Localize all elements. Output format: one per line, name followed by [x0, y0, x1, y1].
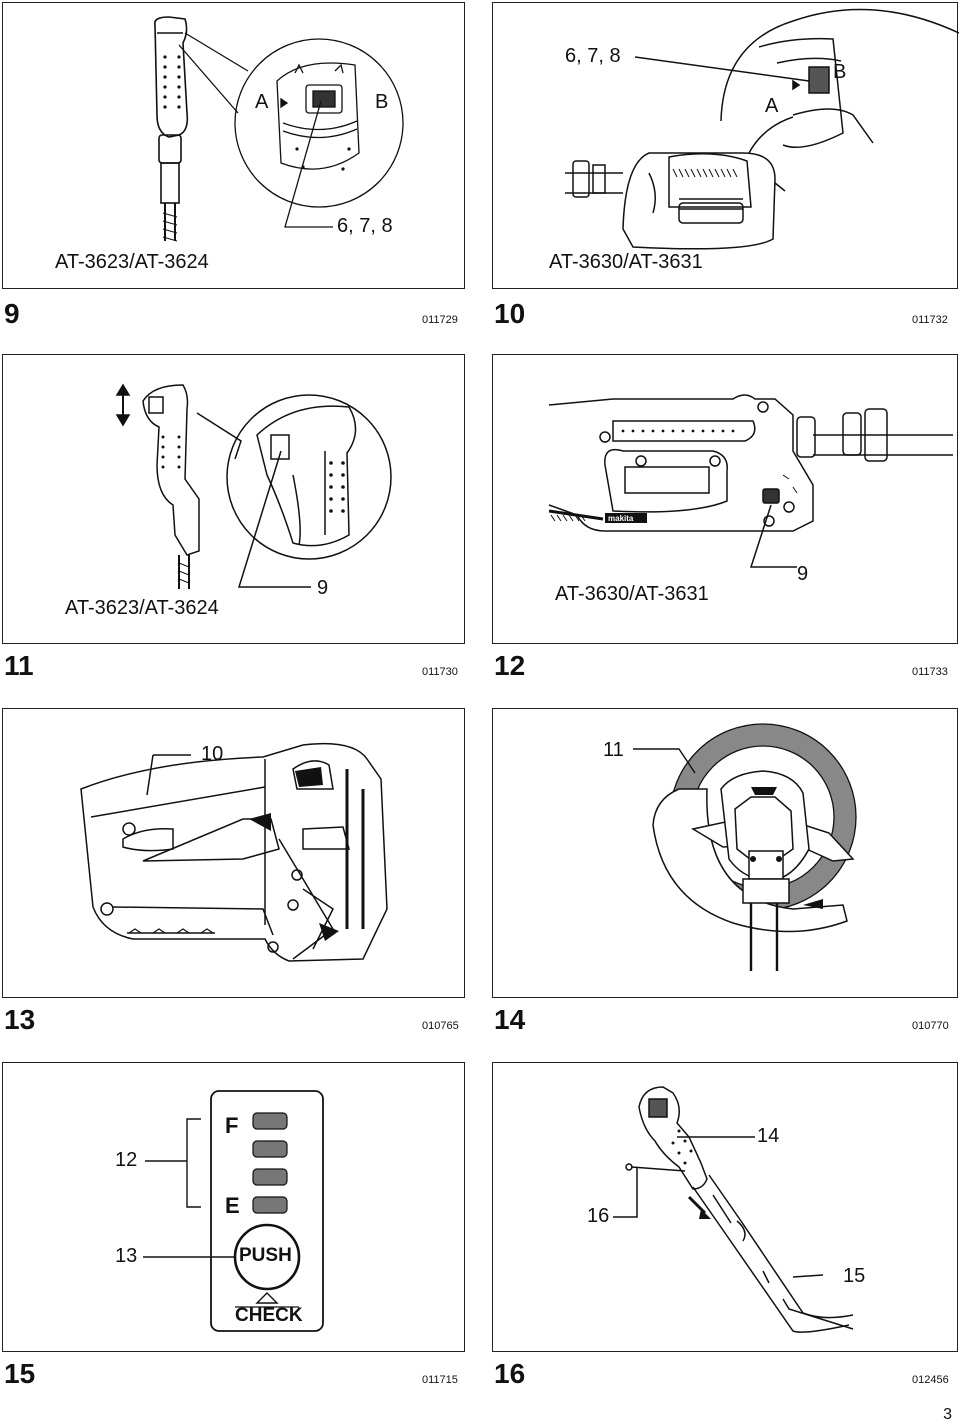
fig13-number: 13	[4, 1004, 36, 1035]
fig15-code: 011715	[422, 1374, 458, 1386]
led-level-1	[252, 1196, 288, 1214]
fig9-label-a: A	[255, 91, 269, 113]
fig10-code: 011732	[912, 314, 948, 326]
fig15-check-label: CHECK	[235, 1305, 303, 1326]
fig15-label-e: E	[225, 1193, 240, 1218]
figure-12-panel: makita AT-3630/AT-3631 9	[492, 354, 958, 644]
figure-11-drawing	[115, 383, 392, 589]
fig13-callout: 10	[201, 743, 224, 765]
fig14-code: 010770	[912, 1020, 949, 1032]
figure-10-drawing	[565, 8, 959, 250]
fig12-code: 011733	[912, 666, 948, 678]
fig15-callout-13: 13	[115, 1245, 138, 1267]
fig11-number: 11	[4, 650, 34, 681]
fig16-callout-15: 15	[843, 1265, 866, 1287]
fig15-label-f: F	[225, 1113, 239, 1138]
led-level-4	[252, 1112, 288, 1130]
figure-11-panel: AT-3623/AT-3624 9	[2, 354, 465, 644]
fig10-callout: 6, 7, 8	[565, 45, 621, 67]
fig12-callout: 9	[797, 563, 809, 585]
fig10-model: AT-3630/AT-3631	[549, 251, 703, 273]
fig9-code: 011729	[422, 314, 458, 326]
figure-10-panel: 6, 7, 8 A B AT-3630/AT-3631	[492, 2, 959, 289]
figure-14-drawing	[633, 723, 857, 971]
page-number: 3	[943, 1406, 952, 1423]
fig15-push-label: PUSH	[239, 1245, 292, 1266]
figure-13-drawing	[80, 742, 388, 962]
fig16-code: 012456	[912, 1374, 949, 1386]
figure-13-panel: 10	[2, 708, 465, 998]
figure-12-drawing: makita	[548, 394, 953, 568]
figure-9-panel: A B 6, 7, 8 AT-3623/AT-3624	[2, 2, 465, 289]
led-level-2	[252, 1168, 288, 1186]
fig11-code: 011730	[422, 666, 458, 678]
fig16-callout-14: 14	[757, 1125, 780, 1147]
figure-15-drawing	[143, 1090, 324, 1332]
figure-9-drawing	[153, 16, 404, 242]
makita-logo	[605, 513, 647, 523]
fig16-number: 16	[494, 1358, 526, 1389]
fig9-number: 9	[4, 298, 20, 329]
fig10-label-b: B	[833, 61, 847, 83]
fig10-number: 10	[494, 298, 526, 329]
fig12-model: AT-3630/AT-3631	[555, 583, 709, 605]
fig14-number: 14	[494, 1004, 526, 1035]
fig12-number: 12	[494, 650, 526, 681]
fig15-callout-12: 12	[115, 1149, 138, 1171]
figure-14-panel: 11	[492, 708, 958, 998]
fig13-code: 010765	[422, 1020, 459, 1032]
fig9-label-b: B	[375, 91, 389, 113]
fig14-callout: 11	[603, 739, 624, 761]
makita-logo-text: makita	[608, 514, 634, 523]
fig9-callout: 6, 7, 8	[337, 215, 393, 237]
up-triangle-icon	[255, 1292, 279, 1304]
fig9-model: AT-3623/AT-3624	[55, 251, 209, 273]
fig10-label-a: A	[765, 95, 779, 117]
figure-16-panel: 14 15 16	[492, 1062, 958, 1352]
figure-16-drawing	[613, 1086, 854, 1333]
led-level-3	[252, 1140, 288, 1158]
fig15-number: 15	[4, 1358, 36, 1389]
figure-15-panel: 12 13 F E PUSH CHECK	[2, 1062, 465, 1352]
insert-arrow-icon	[699, 1209, 711, 1219]
fig16-callout-16: 16	[587, 1205, 610, 1227]
fig11-model: AT-3623/AT-3624	[65, 597, 219, 619]
fig11-callout: 9	[317, 577, 329, 599]
